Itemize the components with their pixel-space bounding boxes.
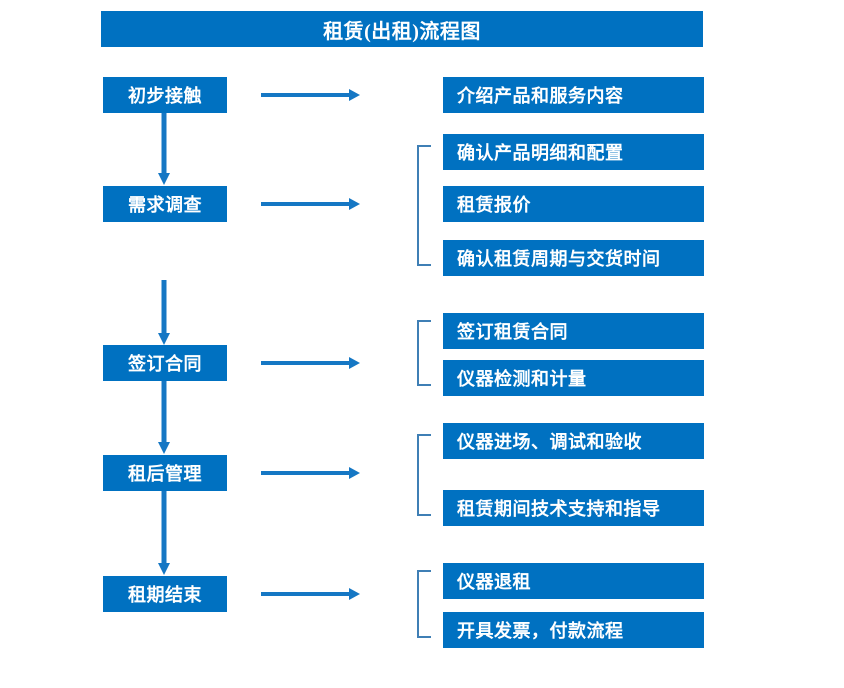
down-arrow-icon	[158, 280, 170, 345]
bracket-icon	[417, 434, 431, 516]
stage-node-租期结束[interactable]: 租期结束	[103, 576, 227, 612]
stage-node-需求调查[interactable]: 需求调查	[103, 186, 227, 222]
detail-node-仪器检测和计量[interactable]: 仪器检测和计量	[443, 360, 704, 396]
down-arrow-icon	[158, 381, 170, 454]
bracket-icon	[417, 570, 431, 638]
detail-node-介绍产品和服务内容[interactable]: 介绍产品和服务内容	[443, 77, 704, 113]
detail-node-确认租赁周期与交货时间[interactable]: 确认租赁周期与交货时间	[443, 240, 704, 276]
detail-node-仪器退租[interactable]: 仪器退租	[443, 563, 704, 599]
right-arrow-icon	[261, 467, 360, 479]
right-arrow-icon	[261, 89, 360, 101]
detail-node-仪器进场调试和验收[interactable]: 仪器进场、调试和验收	[443, 423, 704, 459]
detail-node-签订租赁合同[interactable]: 签订租赁合同	[443, 313, 704, 349]
page-title: 租赁(出租)流程图	[101, 11, 703, 47]
detail-node-确认产品明细和配置[interactable]: 确认产品明细和配置	[443, 134, 704, 170]
detail-node-开具发票付款流程[interactable]: 开具发票，付款流程	[443, 612, 704, 648]
detail-node-租赁期间技术支持和指导[interactable]: 租赁期间技术支持和指导	[443, 490, 704, 526]
right-arrow-icon	[261, 588, 360, 600]
detail-node-租赁报价[interactable]: 租赁报价	[443, 186, 704, 222]
stage-node-初步接触[interactable]: 初步接触	[103, 77, 227, 113]
down-arrow-icon	[158, 491, 170, 575]
right-arrow-icon	[261, 198, 360, 210]
bracket-icon	[417, 320, 431, 386]
stage-node-租后管理[interactable]: 租后管理	[103, 455, 227, 491]
right-arrow-icon	[261, 357, 360, 369]
bracket-icon	[417, 145, 431, 266]
down-arrow-icon	[158, 113, 170, 185]
stage-node-签订合同[interactable]: 签订合同	[103, 345, 227, 381]
